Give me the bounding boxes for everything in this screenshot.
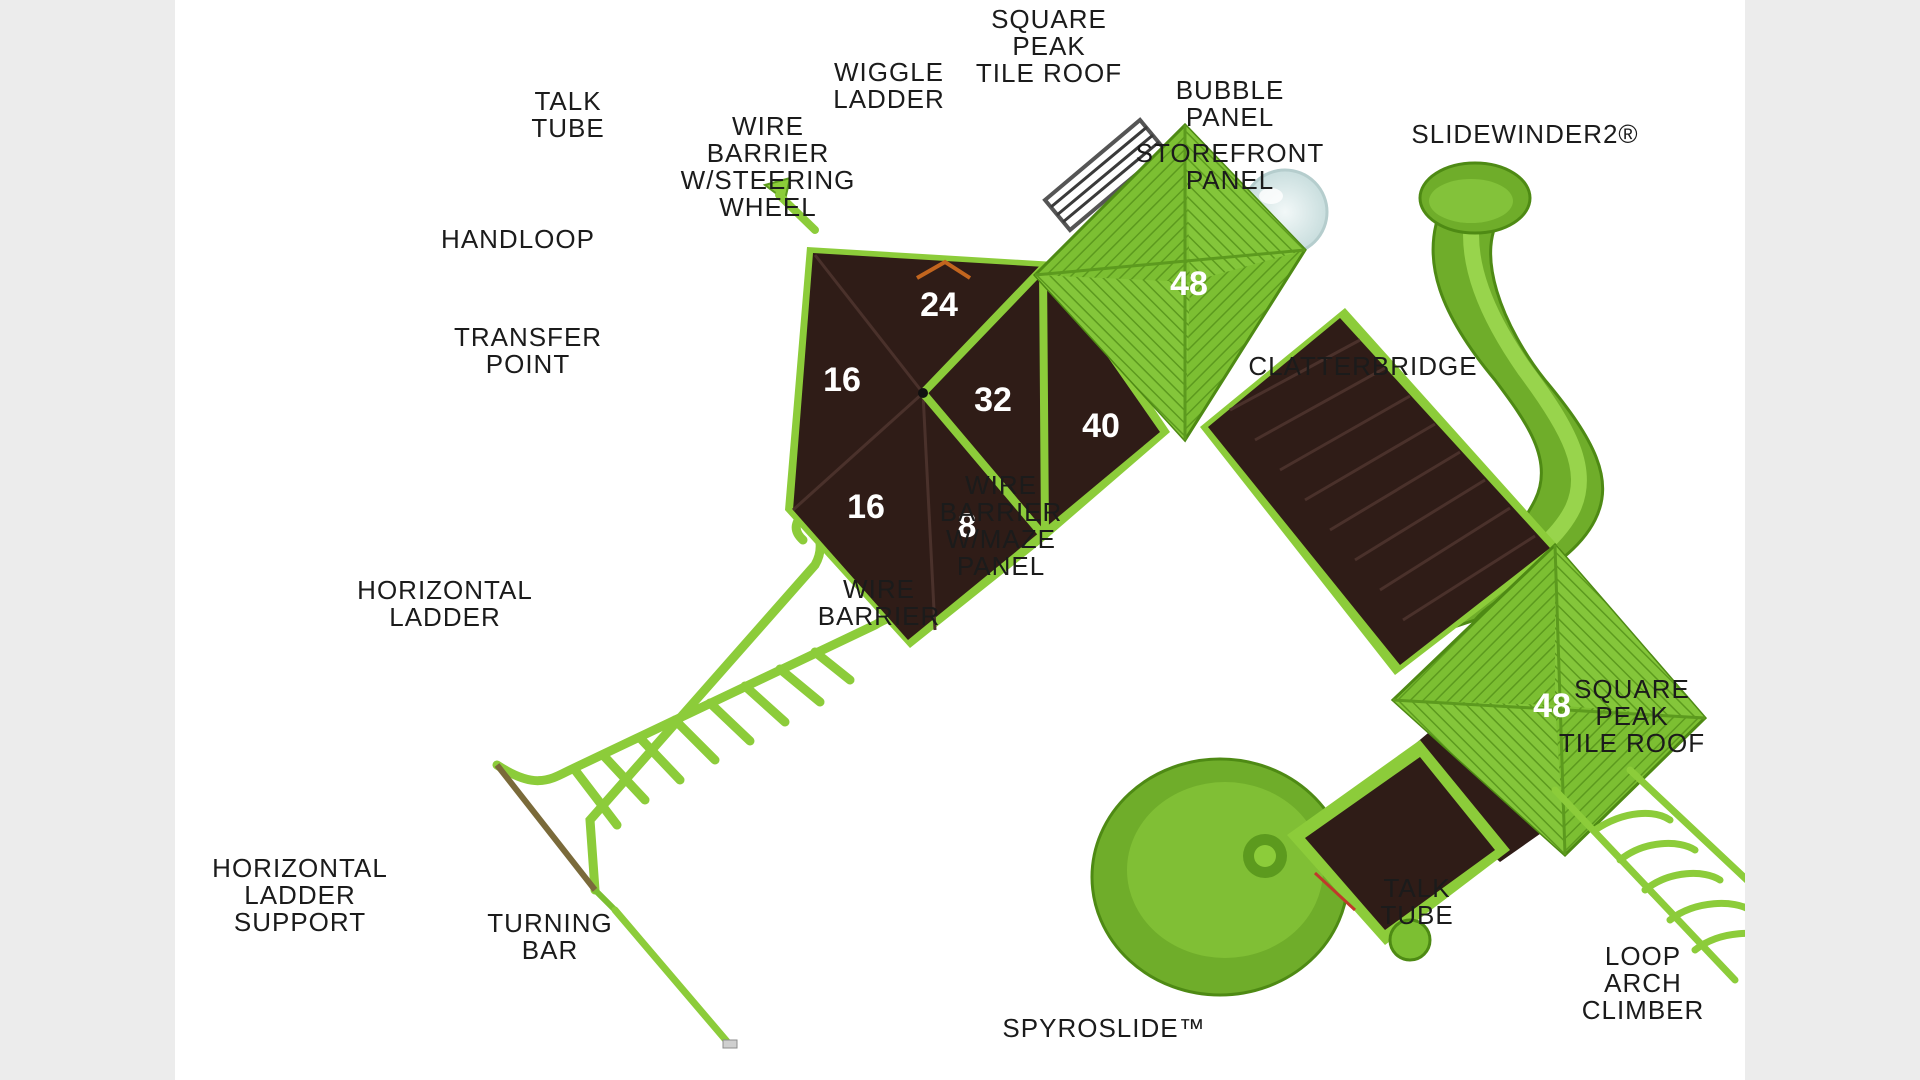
label-spyroslide: SPYROSLIDE™ <box>1002 1013 1206 1043</box>
label-turning-bar: TURNING BAR <box>487 908 613 965</box>
talk-tube-top <box>762 176 819 234</box>
deck-height-16-lower: 16 <box>847 488 885 526</box>
deck-height-numbers: 24 16 32 40 16 8 48 48 <box>823 265 1571 725</box>
label-horizontal-ladder-support: HORIZONTAL LADDER SUPPORT <box>212 853 388 937</box>
spyroslide <box>1090 757 1350 997</box>
label-wire-barrier: WIRE BARRIER <box>817 574 941 631</box>
label-horizontal-ladder: HORIZONTAL LADDER <box>357 575 533 632</box>
label-square-peak-roof-top: SQUARE PEAK TILE ROOF <box>975 4 1123 88</box>
label-wire-barrier-maze: WIRE BARRIER W/MAZE PANEL <box>939 470 1063 581</box>
roof-height-48-top: 48 <box>1170 265 1208 303</box>
square-peak-roof-top <box>1032 122 1307 443</box>
label-storefront-panel: STOREFRONT PANEL <box>1135 138 1325 195</box>
lower-deck <box>1287 740 1510 945</box>
horizontal-ladder-support <box>494 763 618 913</box>
roof-height-48-bottom: 48 <box>1533 687 1571 725</box>
label-handloop: HANDLOOP <box>441 224 595 254</box>
label-bubble-panel: BUBBLE PANEL <box>1175 75 1285 132</box>
label-transfer-point: TRANSFER POINT <box>453 322 603 379</box>
label-wiggle-ladder: WIGGLE LADDER <box>833 57 945 114</box>
label-square-peak-roof-right: SQUARE PEAK TILE ROOF <box>1558 674 1706 758</box>
talk-tube-bottom <box>1388 918 1432 962</box>
label-talk-tube-top: TALK TUBE <box>531 86 605 143</box>
loop-arch-climber <box>1551 766 1745 984</box>
label-clatterbridge: CLATTERBRIDGE <box>1248 351 1478 381</box>
main-deck-cluster <box>785 247 1170 648</box>
turning-bar <box>611 906 738 1049</box>
deck-height-32: 32 <box>974 381 1012 419</box>
label-talk-tube-bottom: TALK TUBE <box>1380 873 1454 930</box>
deck-height-16-upper: 16 <box>823 361 861 399</box>
playground-plan: 24 16 32 40 16 8 48 48 TALK TUBE HANDLOO… <box>175 0 1745 1080</box>
deck-height-40: 40 <box>1082 407 1120 445</box>
clatterbridge <box>1200 308 1560 675</box>
label-loop-arch-climber: LOOP ARCH CLIMBER <box>1581 941 1705 1025</box>
deck-height-8: 8 <box>958 507 977 545</box>
label-slidewinder: SLIDEWINDER2® <box>1411 119 1639 149</box>
label-wire-barrier-steering: WIRE BARRIER W/STEERING WHEEL <box>680 111 856 222</box>
playground-diagram: 24 16 32 40 16 8 48 48 <box>492 117 1745 1049</box>
deck-height-24: 24 <box>920 286 958 324</box>
